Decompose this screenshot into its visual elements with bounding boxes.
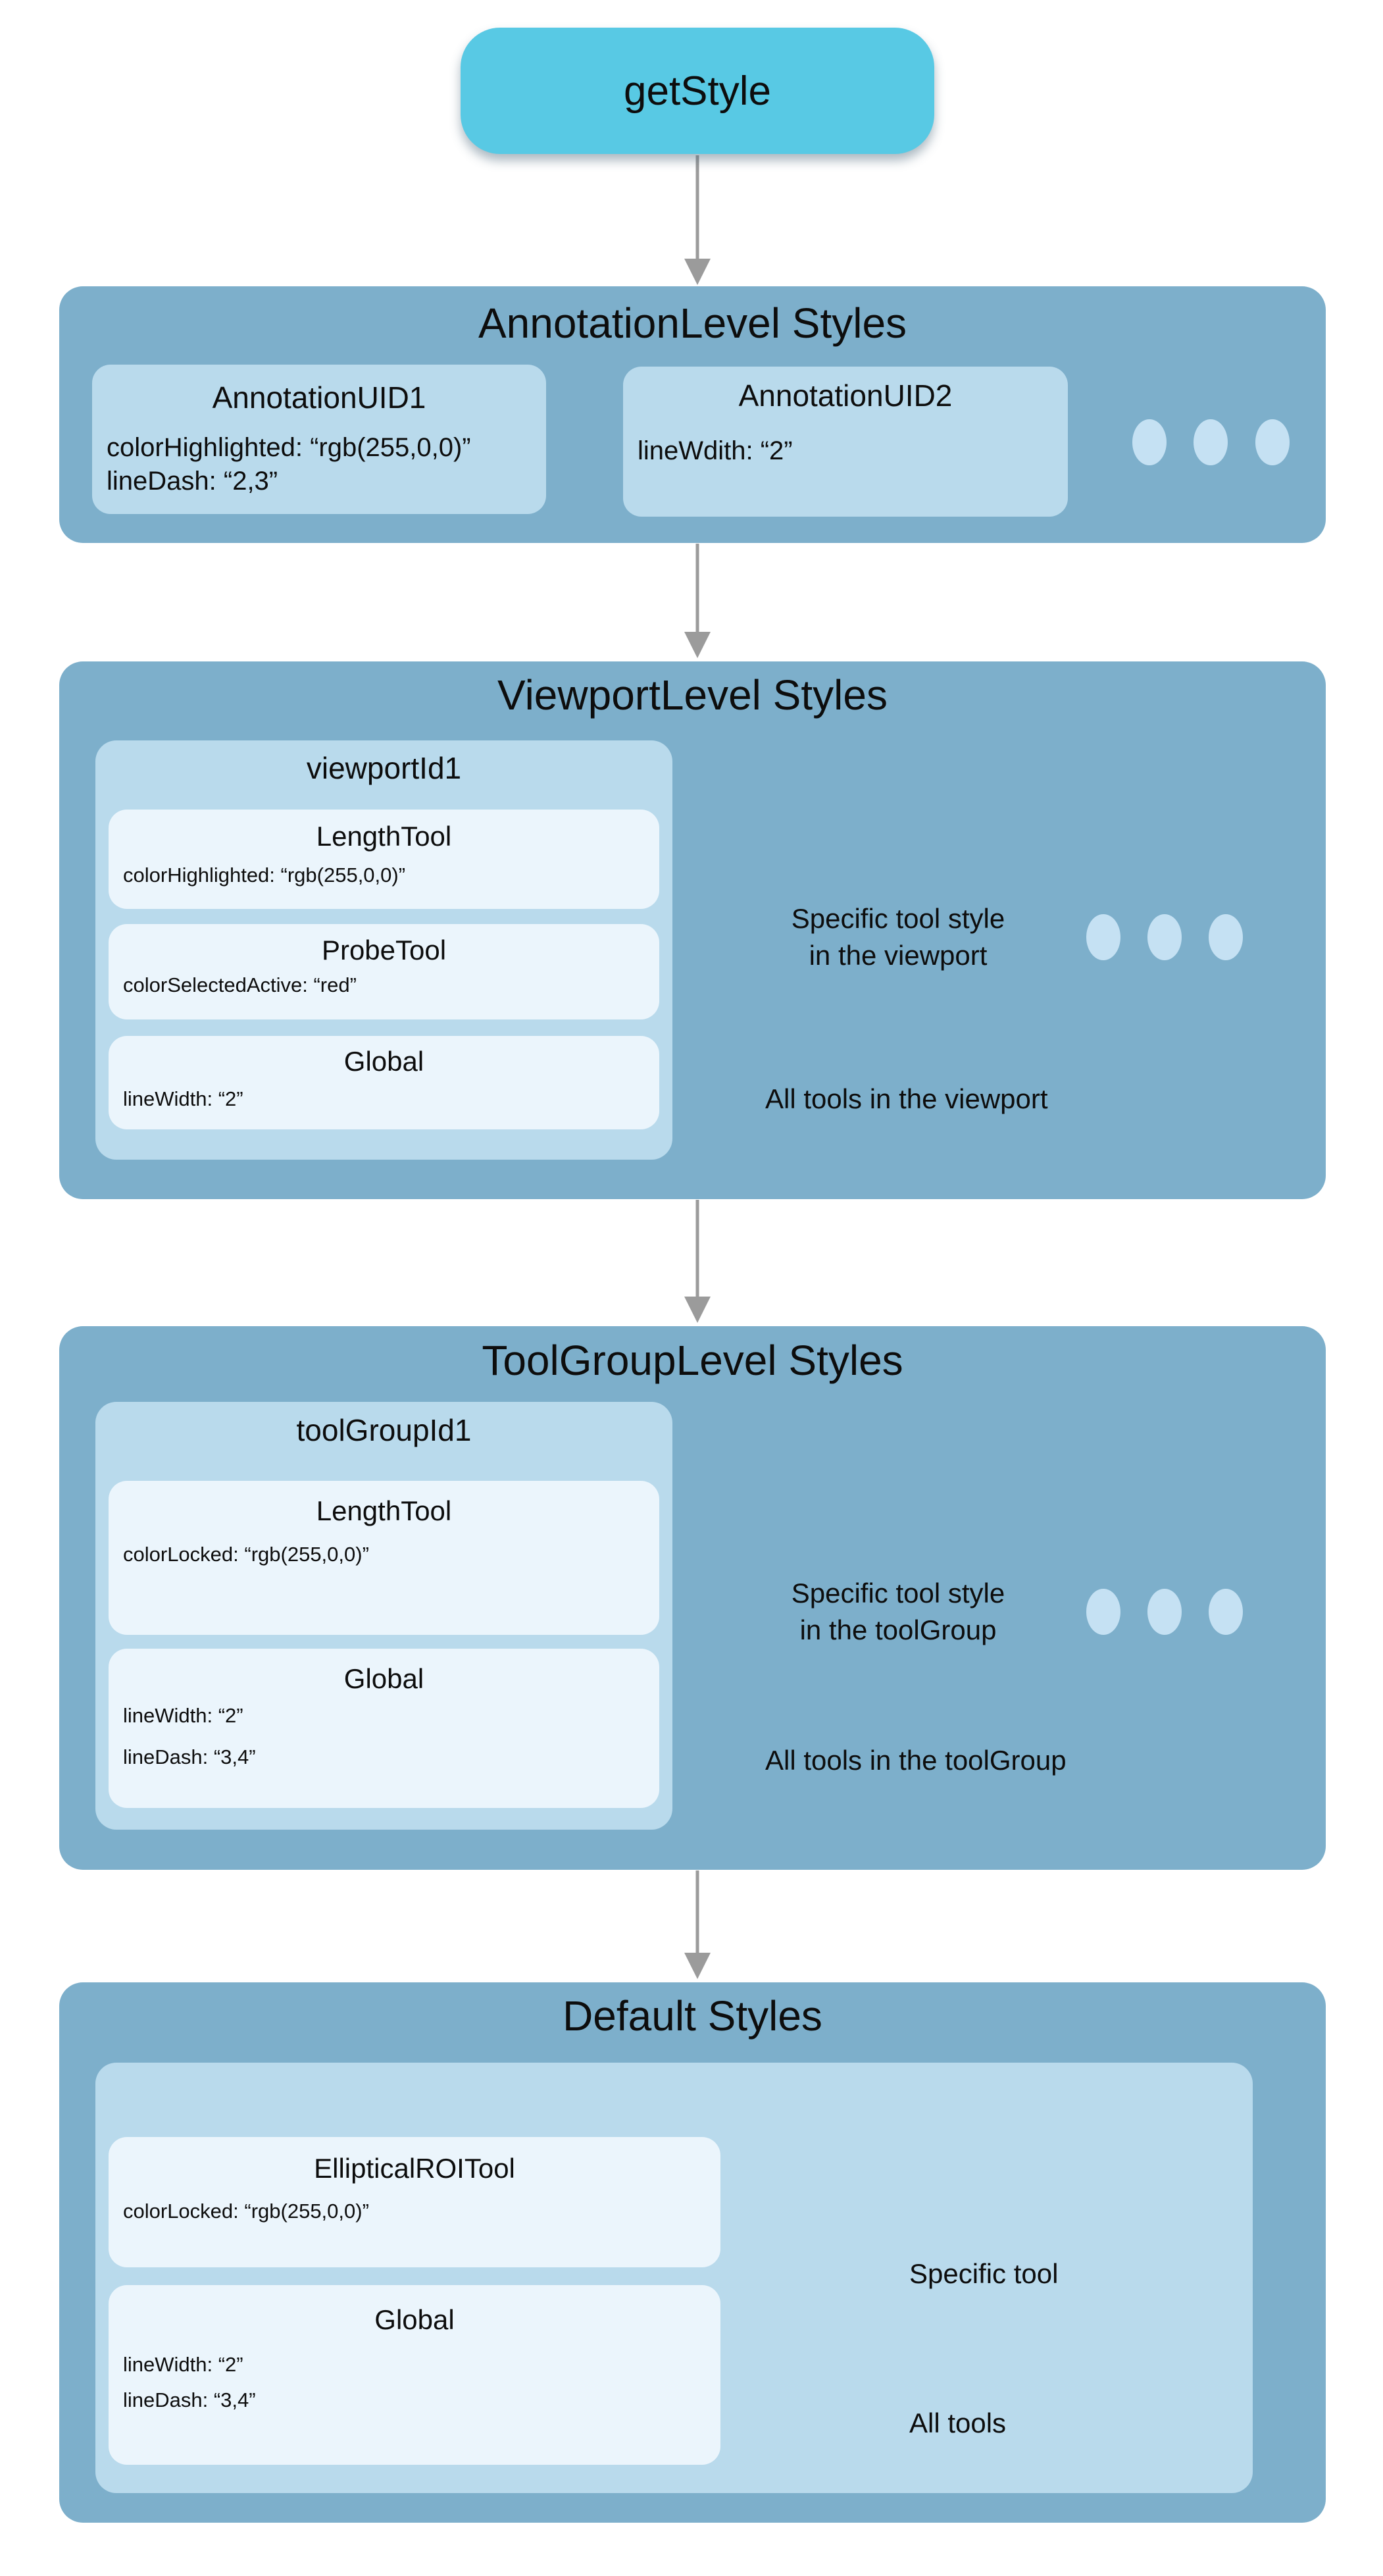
default-specific-label: Specific tool	[909, 2258, 1059, 2289]
default-elliptical-card: EllipticalROITool colorLocked: “rgb(255,…	[109, 2137, 720, 2267]
viewport-lengthtool-prop-1: colorHighlighted: “rgb(255,0,0)”	[123, 863, 406, 887]
default-styles-panel: Default Styles EllipticalROITool colorLo…	[59, 1982, 1326, 2523]
annotation-uid1-prop-1: colorHighlighted: “rgb(255,0,0)”	[107, 433, 471, 462]
viewport-lengthtool-title: LengthTool	[316, 821, 452, 852]
viewport-all-label: All tools in the viewport	[765, 1083, 1048, 1114]
toolgroup-all-label: All tools in the toolGroup	[765, 1745, 1067, 1776]
viewport-probetool-prop-1: colorSelectedActive: “red”	[123, 973, 357, 996]
getstyle-node: getStyle	[461, 28, 934, 154]
default-global-prop-2: lineDash: “3,4”	[123, 2388, 256, 2411]
annotation-uid1-title: AnnotationUID1	[212, 380, 426, 415]
toolgroup-global-card: Global lineWidth: “2” lineDash: “3,4”	[109, 1649, 659, 1808]
toolgroup-specific-label-line1: Specific tool style	[791, 1578, 1005, 1609]
ellipsis-dot	[1255, 419, 1290, 465]
toolgroupid1-container: toolGroupId1 LengthTool colorLocked: “rg…	[95, 1402, 672, 1830]
viewport-level-title: ViewportLevel Styles	[497, 671, 888, 719]
default-container: EllipticalROITool colorLocked: “rgb(255,…	[95, 2063, 1253, 2493]
ellipsis-dot	[1147, 1589, 1182, 1635]
viewportid1-container: viewportId1 LengthTool colorHighlighted:…	[95, 740, 672, 1160]
toolgroup-global-prop-1: lineWidth: “2”	[123, 1704, 243, 1727]
viewport-probetool-title: ProbeTool	[321, 935, 447, 966]
ellipsis-dot	[1147, 914, 1182, 960]
default-global-title: Global	[374, 2304, 455, 2335]
ellipsis-dot	[1086, 914, 1120, 960]
ellipsis-dot	[1209, 914, 1243, 960]
viewport-specific-label-line1: Specific tool style	[791, 903, 1005, 934]
ellipsis-dot	[1194, 419, 1228, 465]
viewport-global-title: Global	[343, 1046, 424, 1077]
annotation-uid2-prop-1: lineWdith: “2”	[638, 436, 793, 465]
viewport-probetool-card: ProbeTool colorSelectedActive: “red”	[109, 924, 659, 1019]
toolgroup-level-panel: ToolGroupLevel Styles toolGroupId1 Lengt…	[59, 1326, 1326, 1870]
default-elliptical-prop-1: colorLocked: “rgb(255,0,0)”	[123, 2200, 369, 2223]
toolgroup-lengthtool-prop-1: colorLocked: “rgb(255,0,0)”	[123, 1543, 369, 1566]
toolgroup-lengthtool-card: LengthTool colorLocked: “rgb(255,0,0)”	[109, 1481, 659, 1635]
toolgroup-global-prop-2: lineDash: “3,4”	[123, 1745, 256, 1768]
toolgroup-specific-label-line2: in the toolGroup	[799, 1614, 997, 1645]
viewport-global-prop-1: lineWidth: “2”	[123, 1087, 243, 1110]
default-global-prop-1: lineWidth: “2”	[123, 2353, 243, 2376]
viewport-level-panel: ViewportLevel Styles viewportId1 LengthT…	[59, 661, 1326, 1199]
toolgroup-global-title: Global	[343, 1663, 424, 1694]
annotation-uid2-title: AnnotationUID2	[738, 378, 953, 413]
annotation-level-title: AnnotationLevel Styles	[478, 299, 907, 347]
annotation-uid1-card: AnnotationUID1 colorHighlighted: “rgb(25…	[92, 365, 546, 514]
viewport-lengthtool-card: LengthTool colorHighlighted: “rgb(255,0,…	[109, 810, 659, 909]
getstyle-label: getStyle	[623, 68, 772, 114]
annotation-uid2-card: AnnotationUID2 lineWdith: “2”	[623, 367, 1068, 517]
ellipsis-dot	[1086, 1589, 1120, 1635]
annotation-uid1-prop-2: lineDash: “2,3”	[107, 467, 278, 496]
ellipsis-dot	[1132, 419, 1167, 465]
viewport-global-card: Global lineWidth: “2”	[109, 1036, 659, 1129]
default-elliptical-title: EllipticalROITool	[314, 2153, 515, 2184]
default-styles-title: Default Styles	[563, 1992, 822, 2040]
toolgroupid1-label: toolGroupId1	[296, 1413, 472, 1447]
ellipsis-dot	[1209, 1589, 1243, 1635]
viewport-specific-label-line2: in the viewport	[809, 940, 988, 971]
viewportid1-label: viewportId1	[306, 751, 462, 785]
annotation-level-panel: AnnotationLevel Styles AnnotationUID1 co…	[59, 286, 1326, 543]
default-global-card: Global lineWidth: “2” lineDash: “3,4”	[109, 2285, 720, 2465]
toolgroup-lengthtool-title: LengthTool	[316, 1495, 452, 1526]
toolgroup-level-title: ToolGroupLevel Styles	[482, 1337, 903, 1384]
default-all-label: All tools	[909, 2408, 1007, 2438]
